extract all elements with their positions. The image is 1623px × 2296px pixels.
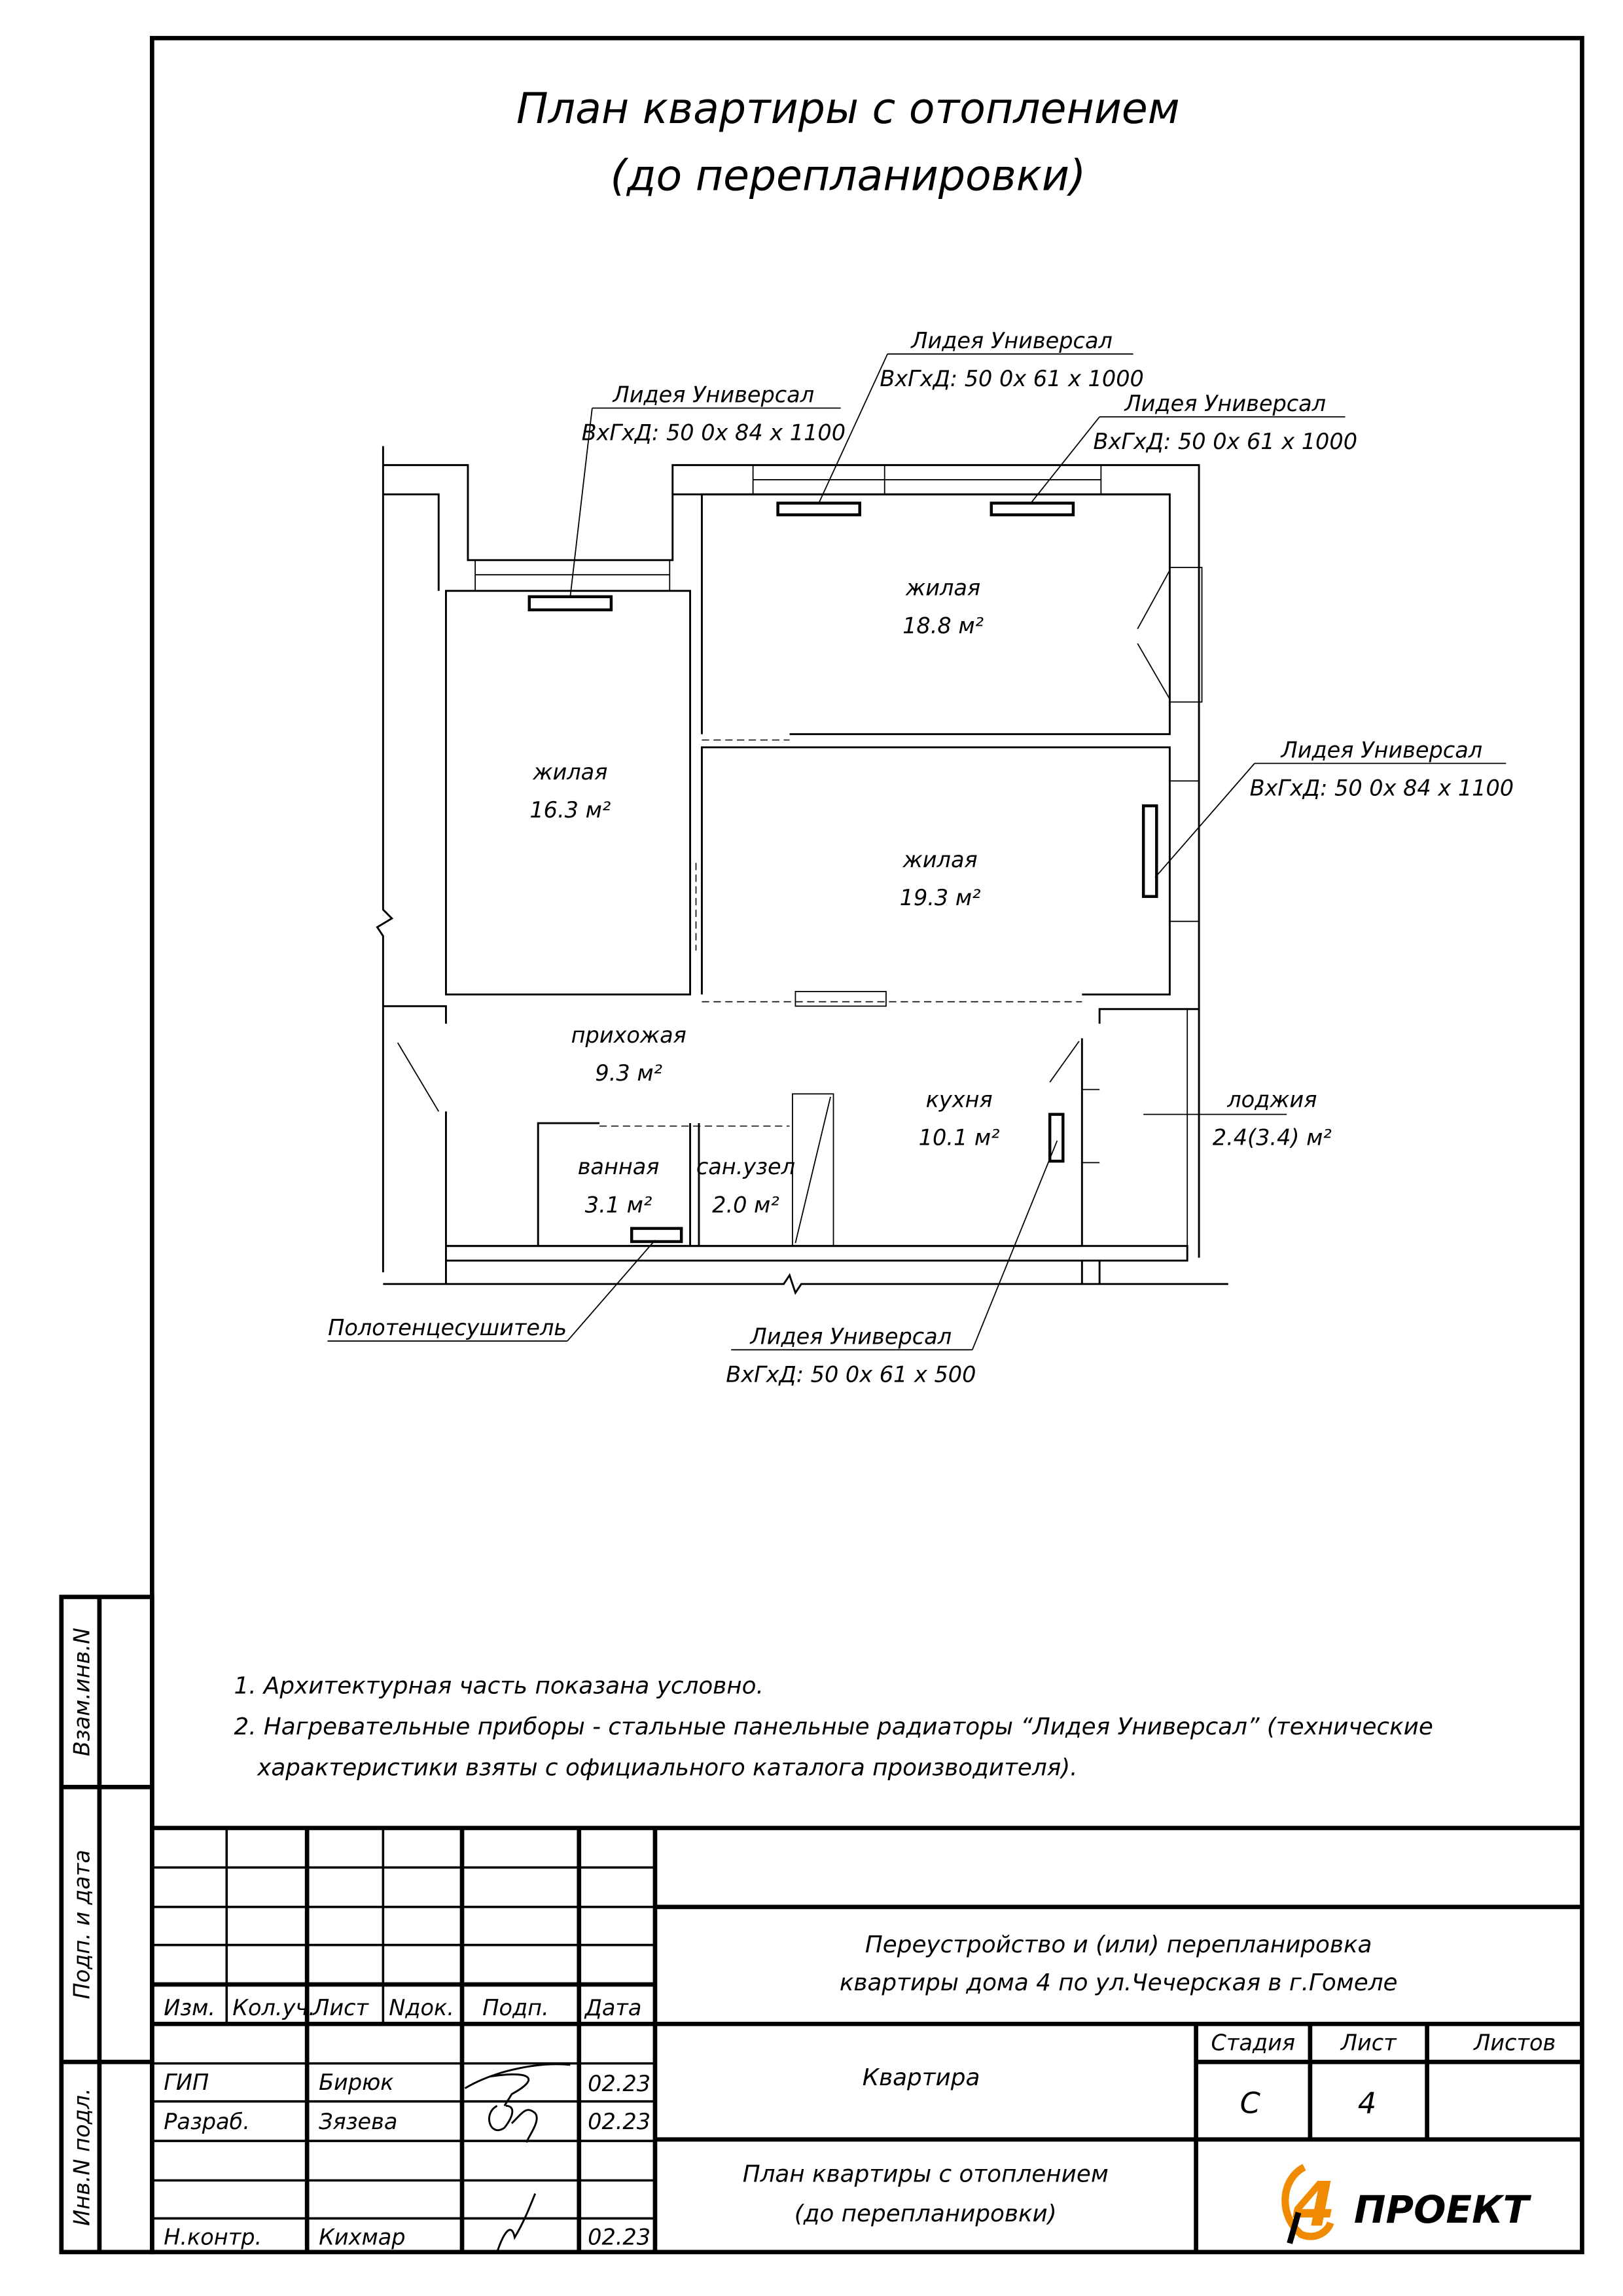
- radiator: [776, 501, 861, 516]
- person-name: Кихмар: [319, 2225, 405, 2250]
- header-list: Лист: [312, 1995, 369, 2020]
- room-area: 9.3 м²: [595, 1060, 662, 1086]
- header-kol: Кол.уч.: [232, 1995, 315, 2020]
- project-line1: Переустройство и (или) перепланировка: [865, 1931, 1372, 1958]
- person-name: Зязева: [319, 2109, 397, 2134]
- signature: [496, 2193, 537, 2253]
- room-name: кухня: [926, 1086, 993, 1112]
- radiator: [990, 501, 1075, 516]
- note: 1. Архитектурная часть показана условно.: [234, 1672, 763, 1699]
- sheet-value: 4: [1358, 2087, 1376, 2121]
- room-area: 18.8 м²: [902, 613, 984, 639]
- person-name: Бирюк: [319, 2070, 393, 2095]
- room-area: 16.3 м²: [529, 797, 611, 823]
- sheet-frame: [150, 35, 1584, 2255]
- stage-label: Стадия: [1211, 2030, 1295, 2056]
- radiator-size: ВхГхД: 50 0х 84 х 1100: [1250, 776, 1514, 801]
- project-line2: квартиры дома 4 по ул.Чечерская в г.Гоме…: [840, 1969, 1398, 1996]
- logo-digit: 4: [1292, 2170, 1335, 2241]
- date: 02.23: [588, 2225, 651, 2250]
- radiator-model: Лидея Универсал: [750, 1323, 952, 1349]
- room-area: 10.1 м²: [919, 1125, 1000, 1151]
- radiator-size: ВхГхД: 50 0х 61 х 1000: [1094, 429, 1357, 454]
- room-name: сан.узел: [696, 1154, 795, 1179]
- radiator-model: Лидея Универсал: [613, 382, 815, 408]
- header-izm: Изм.: [164, 1995, 215, 2020]
- room-name: лоджия: [1226, 1086, 1317, 1112]
- window: [1169, 780, 1200, 922]
- stamp-sign-date: Подп. и дата: [69, 1850, 94, 1999]
- balcony-door: [1169, 567, 1203, 703]
- radiator: [527, 595, 613, 612]
- room-living-16: [444, 590, 692, 996]
- radiator-size: ВхГхД: 50 0х 84 х 1100: [582, 420, 846, 446]
- drawing-title-line1: План квартиры с отоплением: [516, 84, 1180, 134]
- room-name: жилая: [902, 847, 978, 872]
- radiator-model: Лидея Универсал: [1124, 391, 1326, 416]
- date: 02.23: [588, 2071, 651, 2096]
- role: ГИП: [164, 2070, 209, 2095]
- note: 2. Нагревательные приборы - стальные пан…: [234, 1713, 1433, 1740]
- stage-value: С: [1240, 2087, 1261, 2121]
- towel-dryer-label: Полотенцесушитель: [328, 1315, 567, 1340]
- room-area: 2.0 м²: [712, 1192, 779, 1217]
- radiator-model: Лидея Универсал: [910, 328, 1113, 353]
- header-data: Дата: [584, 1995, 642, 2020]
- radiator-size: ВхГхД: 50 0х 61 х 1000: [880, 366, 1143, 391]
- sheet-label: Лист: [1340, 2030, 1397, 2056]
- note: характеристики взяты с официального ката…: [257, 1754, 1077, 1781]
- room-name: жилая: [532, 759, 607, 785]
- window: [474, 559, 671, 592]
- room-name: ванная: [578, 1154, 660, 1179]
- role: Н.контр.: [164, 2225, 262, 2250]
- sheet-title-line2: (до перепланировки): [794, 2200, 1057, 2227]
- sheets-label: Листов: [1473, 2030, 1556, 2056]
- radiator-model: Лидея Универсал: [1281, 737, 1483, 762]
- room-area: 19.3 м²: [900, 885, 981, 910]
- drawing-title-line2: (до перепланировки): [610, 152, 1086, 201]
- header-podp: Подп.: [482, 1995, 548, 2020]
- signature: [464, 2063, 571, 2107]
- towel-dryer: [630, 1227, 683, 1244]
- company-logo: 4 ПРОЕКТ: [1281, 2164, 1532, 2244]
- role: Разраб.: [164, 2109, 250, 2134]
- stamp-inv: Инв.N подл.: [69, 2088, 94, 2226]
- header-ndok: Nдок.: [389, 1995, 454, 2020]
- signature: [488, 2104, 538, 2143]
- date: 02.23: [588, 2109, 651, 2134]
- room-name: жилая: [905, 575, 980, 600]
- radiator: [1141, 804, 1158, 898]
- floor-plan: жилая 16.3 м² жилая 18.8 м² жилая 19.3 м…: [327, 328, 1514, 1387]
- stamp-replace: Взам.инв.N: [69, 1628, 94, 1756]
- sheet-title-line1: План квартиры с отоплением: [743, 2161, 1109, 2188]
- side-stamps: Взам.инв.N Подп. и дата Инв.N подл.: [59, 1594, 154, 2255]
- object-name: Квартира: [863, 2064, 980, 2091]
- radiator-size: ВхГхД: 50 0х 61 х 500: [726, 1361, 976, 1387]
- doorway-panel: [794, 991, 887, 1007]
- title-block: Изм. Кол.уч. Лист Nдок. Подп. Дата ГИП Б…: [152, 1825, 1582, 2253]
- room-area: 3.1 м²: [585, 1192, 652, 1217]
- room-name: прихожая: [571, 1022, 687, 1048]
- room-area: 2.4(3.4) м²: [1213, 1125, 1332, 1151]
- logo-text: ПРОЕКТ: [1354, 2187, 1532, 2232]
